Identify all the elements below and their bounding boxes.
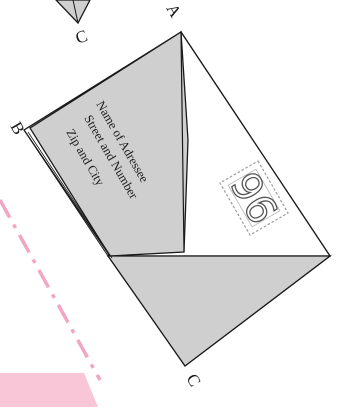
bottom-flap [106,255,332,367]
upper-flap-crease [72,0,79,24]
layer-edge-2 [107,255,186,367]
point-label-a: A [163,1,186,22]
upper-flap-tip [55,0,91,25]
point-label-c-top: C [73,26,90,48]
point-label-c-bottom: C [183,371,205,390]
fold-guide-line [0,199,102,381]
fold-highlight-band [0,373,98,407]
layer-edge-1 [23,129,109,257]
address-flap-crease [180,31,185,253]
layer-edge-3 [27,131,113,259]
point-label-b: B [7,119,29,138]
